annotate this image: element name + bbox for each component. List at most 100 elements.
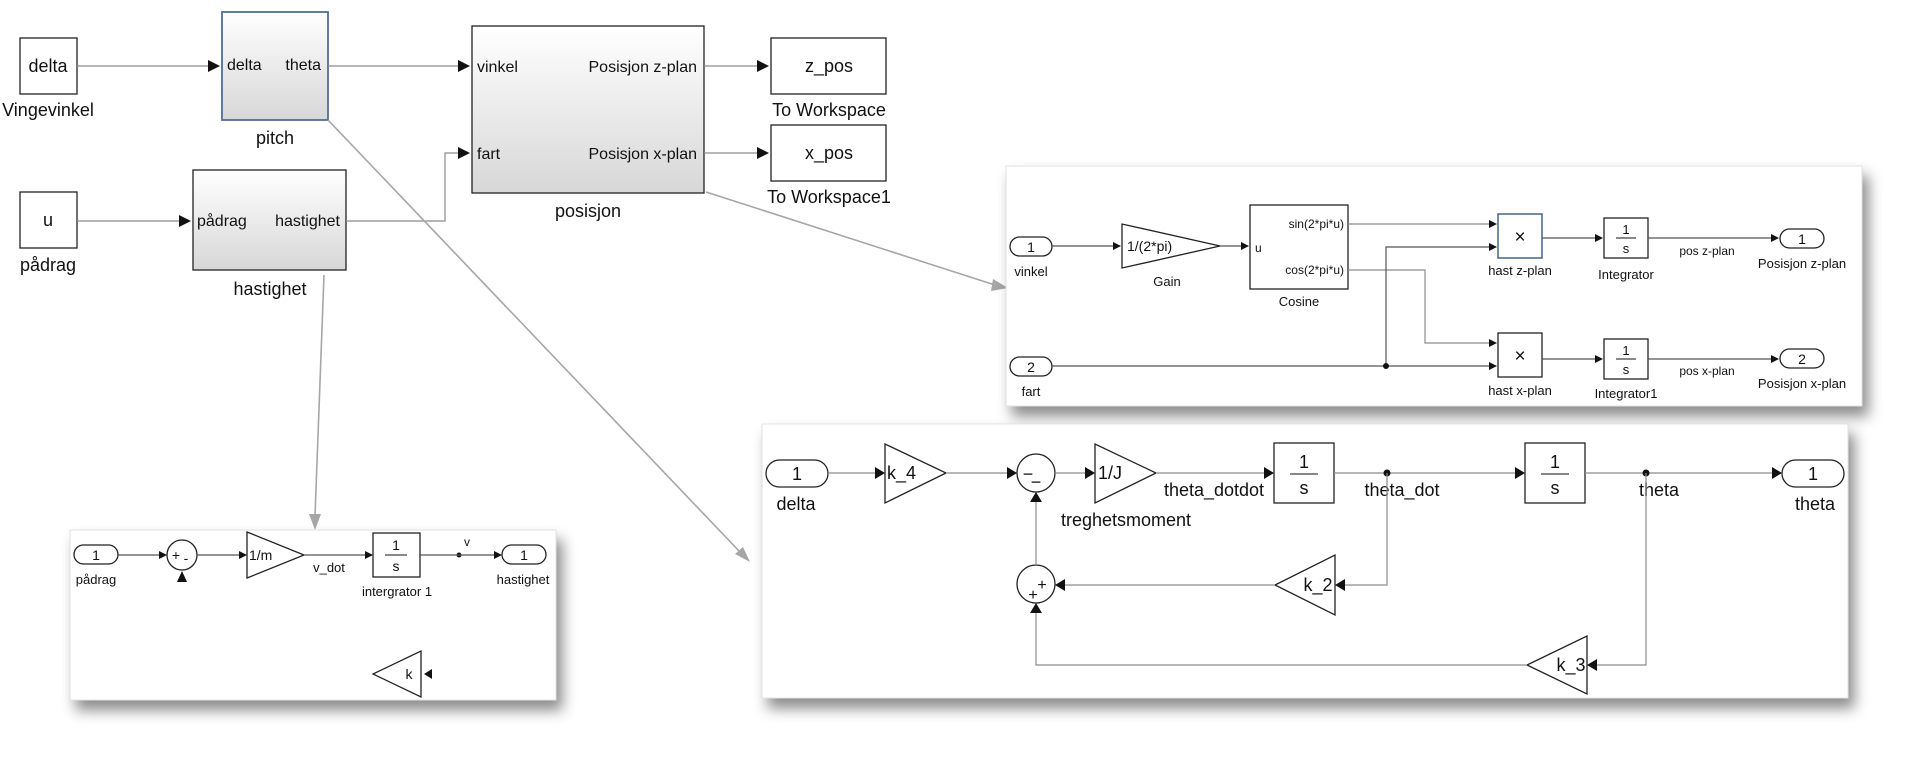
u-constant-block[interactable] xyxy=(19,191,78,249)
delta-inport-label: delta xyxy=(776,494,816,514)
integrator-denominator: s xyxy=(1623,241,1630,256)
cosine-sin-output-label: sin(2*pi*u) xyxy=(1289,217,1344,231)
treghetsmoment-label: treghetsmoment xyxy=(1061,510,1191,530)
hastighet-outport-number: 1 xyxy=(520,547,528,563)
outport1-number: 1 xyxy=(1798,231,1806,247)
pitch-out-port-label: theta xyxy=(285,57,321,74)
k3-gain-value: k_3 xyxy=(1556,655,1585,676)
padrag-label: pådrag xyxy=(20,255,76,275)
vinkel-inport-number: 1 xyxy=(1027,239,1035,255)
to-workspace-label: To Workspace xyxy=(772,100,886,120)
pos-z-plan-signal-label: pos z-plan xyxy=(1679,244,1734,258)
theta-signal-label: theta xyxy=(1639,480,1680,500)
gain-1-over-j-block[interactable] xyxy=(1094,442,1158,505)
hastighet-in-port-label: pådrag xyxy=(197,212,247,230)
cosine-label: Cosine xyxy=(1279,294,1319,309)
posisjon-z-plan-outport[interactable] xyxy=(1779,228,1825,249)
pos-x-plan-signal-label: pos x-plan xyxy=(1679,364,1734,378)
subsystem-links xyxy=(309,119,1008,562)
integrator1-numerator: 1 xyxy=(1622,343,1629,358)
hastighet-outport[interactable] xyxy=(501,544,547,565)
k-gain-block[interactable] xyxy=(371,649,422,699)
posisjon-in1-label: vinkel xyxy=(477,59,518,76)
k4-gain-value: k_4 xyxy=(887,463,916,484)
theta-outport[interactable] xyxy=(1781,459,1845,488)
integrator-numerator: 1 xyxy=(1622,222,1629,237)
theta-outport-label: theta xyxy=(1795,494,1836,514)
to-workspace1-label: To Workspace1 xyxy=(767,187,891,207)
intergrator-1-denominator: s xyxy=(393,558,400,574)
padrag-inport-number: 1 xyxy=(92,547,100,563)
u-constant-label: u xyxy=(43,210,53,230)
posisjon-out2-label: Posisjon x-plan xyxy=(589,146,698,163)
hast-z-plan-label: hast z-plan xyxy=(1488,263,1552,278)
cosine-block[interactable] xyxy=(1249,204,1349,290)
gain-1-over-2pi-block[interactable] xyxy=(1121,223,1221,269)
hast-x-plan-product-block[interactable] xyxy=(1497,332,1543,378)
product-symbol: × xyxy=(1514,346,1525,367)
k2-gain-value: k_2 xyxy=(1303,575,1332,596)
hast-x-plan-label: hast x-plan xyxy=(1488,383,1552,398)
gain-label: Gain xyxy=(1153,274,1180,289)
k-gain-value: k xyxy=(406,666,414,682)
hastighet-outport-label: hastighet xyxy=(497,572,550,587)
vingevinkel-label: Vingevinkel xyxy=(2,100,94,120)
x-pos-workspace-block[interactable] xyxy=(770,124,887,182)
integrator1-denominator: s xyxy=(1623,362,1630,377)
fart-inport-label: fart xyxy=(1022,384,1041,399)
top-level-model: delta Vingevinkel u pådrag delta theta p… xyxy=(2,11,1008,562)
vinkel-inport-label: vinkel xyxy=(1014,264,1047,279)
posisjon-x-plan-outport[interactable] xyxy=(1779,348,1825,369)
hastighet-expanded-panel: 1 pådrag + - 1/m v_dot 1 s intergrator 1… xyxy=(69,529,557,701)
posisjon-expanded-panel: 1 vinkel 2 fart 1/(2*pi) Gain u sin(2*pi… xyxy=(1005,165,1863,407)
intergrator-1-label: intergrator 1 xyxy=(362,584,432,599)
integrator-theta-dot-denominator: s xyxy=(1300,478,1309,498)
integrator1-label: Integrator1 xyxy=(1595,386,1658,401)
gain-value: 1/(2*pi) xyxy=(1127,238,1172,254)
integrator-theta-denominator: s xyxy=(1551,478,1560,498)
fart-inport-number: 2 xyxy=(1027,359,1035,375)
z-pos-workspace-block[interactable] xyxy=(770,37,887,95)
integrator1-block[interactable] xyxy=(1603,338,1649,380)
posisjon-in2-label: fart xyxy=(477,146,501,163)
pitch-subsystem-name: pitch xyxy=(256,128,294,148)
theta-dotdot-signal-label: theta_dotdot xyxy=(1164,480,1264,501)
intergrator-1-numerator: 1 xyxy=(392,537,400,553)
delta-constant-block[interactable] xyxy=(19,37,78,95)
feedback-plus-sign-2: + xyxy=(1028,587,1037,604)
z-pos-label: z_pos xyxy=(805,56,853,77)
feedback-plus-sign-1: + xyxy=(1037,577,1046,594)
sum-plus-sign: + xyxy=(172,547,180,563)
posisjon-subsystem[interactable] xyxy=(471,25,705,194)
k4-gain-block[interactable] xyxy=(884,442,948,505)
gain-1j-value: 1/J xyxy=(1098,463,1122,483)
sum-minus-sign-1: − xyxy=(1023,464,1034,484)
gain-1m-value: 1/m xyxy=(249,547,272,563)
padrag-inport-label: pådrag xyxy=(76,572,116,587)
theta-dot-signal-label: theta_dot xyxy=(1364,480,1439,501)
posisjon-subsystem-name: posisjon xyxy=(555,201,621,221)
integrator-theta-numerator: 1 xyxy=(1550,452,1560,472)
pitch-in-port-label: delta xyxy=(227,57,262,74)
top-level-wires xyxy=(77,60,769,227)
hastighet-subsystem[interactable] xyxy=(192,169,347,271)
x-pos-label: x_pos xyxy=(805,143,853,164)
outport2-number: 2 xyxy=(1798,351,1806,367)
integrator-theta-block[interactable] xyxy=(1524,442,1586,504)
hastighet-out-port-label: hastighet xyxy=(275,213,340,230)
product-symbol: × xyxy=(1514,227,1525,248)
integrator-label: Integrator xyxy=(1598,267,1654,282)
v-signal-label: v xyxy=(464,535,470,549)
theta-outport-number: 1 xyxy=(1808,464,1818,484)
outport2-label: Posisjon x-plan xyxy=(1758,376,1846,391)
posisjon-out1-label: Posisjon z-plan xyxy=(589,59,698,76)
hastighet-subsystem-name: hastighet xyxy=(233,279,306,299)
sum-minus-sign: - xyxy=(184,550,189,566)
outport1-label: Posisjon z-plan xyxy=(1758,256,1846,271)
pitch-panel-wires xyxy=(828,467,1782,671)
delta-constant-label: delta xyxy=(28,56,68,76)
hast-z-plan-product-block[interactable] xyxy=(1497,213,1543,259)
cosine-input-label: u xyxy=(1255,241,1262,255)
pitch-expanded-panel: 1 delta k_4 − − treghetsmoment 1/J theta… xyxy=(761,423,1849,699)
